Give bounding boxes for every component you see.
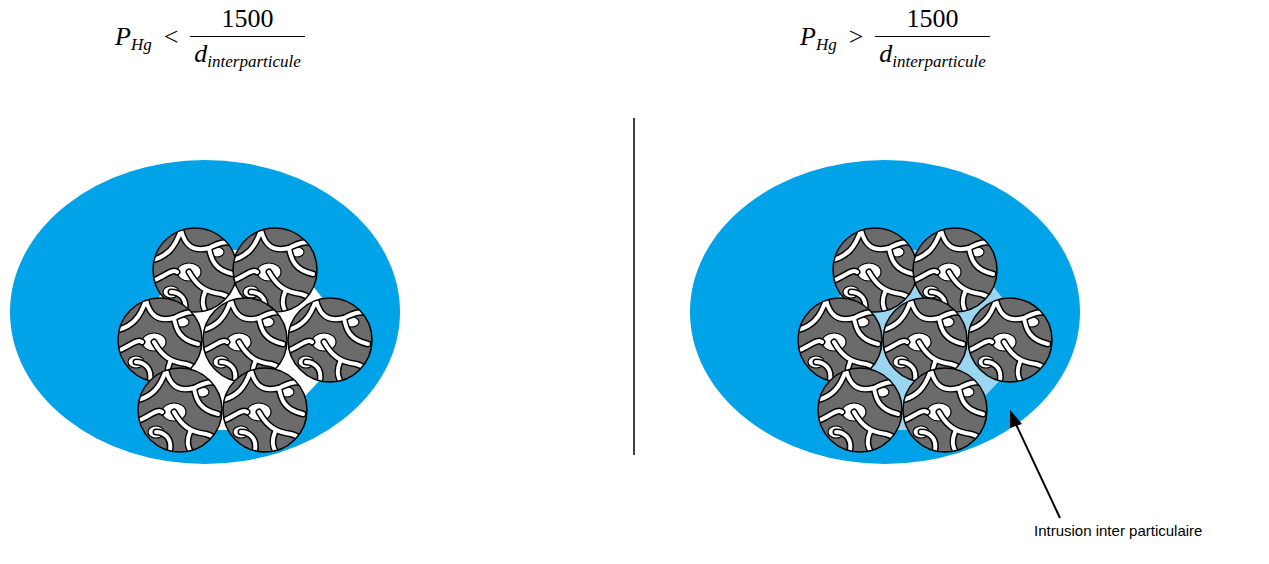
fraction-numerator: 1500 bbox=[875, 4, 989, 37]
diameter-symbol: d bbox=[194, 39, 207, 69]
pressure-condition: PHg <1500dinterparticule bbox=[115, 4, 305, 69]
mercury-bath bbox=[690, 160, 1080, 464]
pressure-symbol: P bbox=[800, 22, 816, 52]
pressure-symbol: P bbox=[115, 22, 131, 52]
callout-label: Intrusion inter particulaire bbox=[1034, 522, 1202, 539]
panel-divider bbox=[633, 118, 635, 455]
leader-arrow bbox=[1010, 410, 1060, 518]
diameter-subscript: interparticule bbox=[207, 52, 300, 72]
fraction-denominator: dinterparticule bbox=[190, 37, 304, 69]
diameter-subscript: interparticule bbox=[892, 52, 985, 72]
comparison-sign: < bbox=[164, 22, 179, 52]
fraction: 1500dinterparticule bbox=[190, 4, 304, 69]
fraction: 1500dinterparticule bbox=[875, 4, 989, 69]
pressure-condition: PHg >1500dinterparticule bbox=[800, 4, 990, 69]
particle-cluster bbox=[798, 228, 1052, 454]
pressure-subscript: Hg bbox=[131, 35, 152, 55]
particle-cluster bbox=[118, 228, 372, 454]
pressure-subscript: Hg bbox=[816, 35, 837, 55]
comparison-sign: > bbox=[849, 22, 864, 52]
diameter-symbol: d bbox=[879, 39, 892, 69]
mercury-bath bbox=[10, 160, 400, 464]
fraction-numerator: 1500 bbox=[190, 4, 304, 37]
fraction-denominator: dinterparticule bbox=[875, 37, 989, 69]
